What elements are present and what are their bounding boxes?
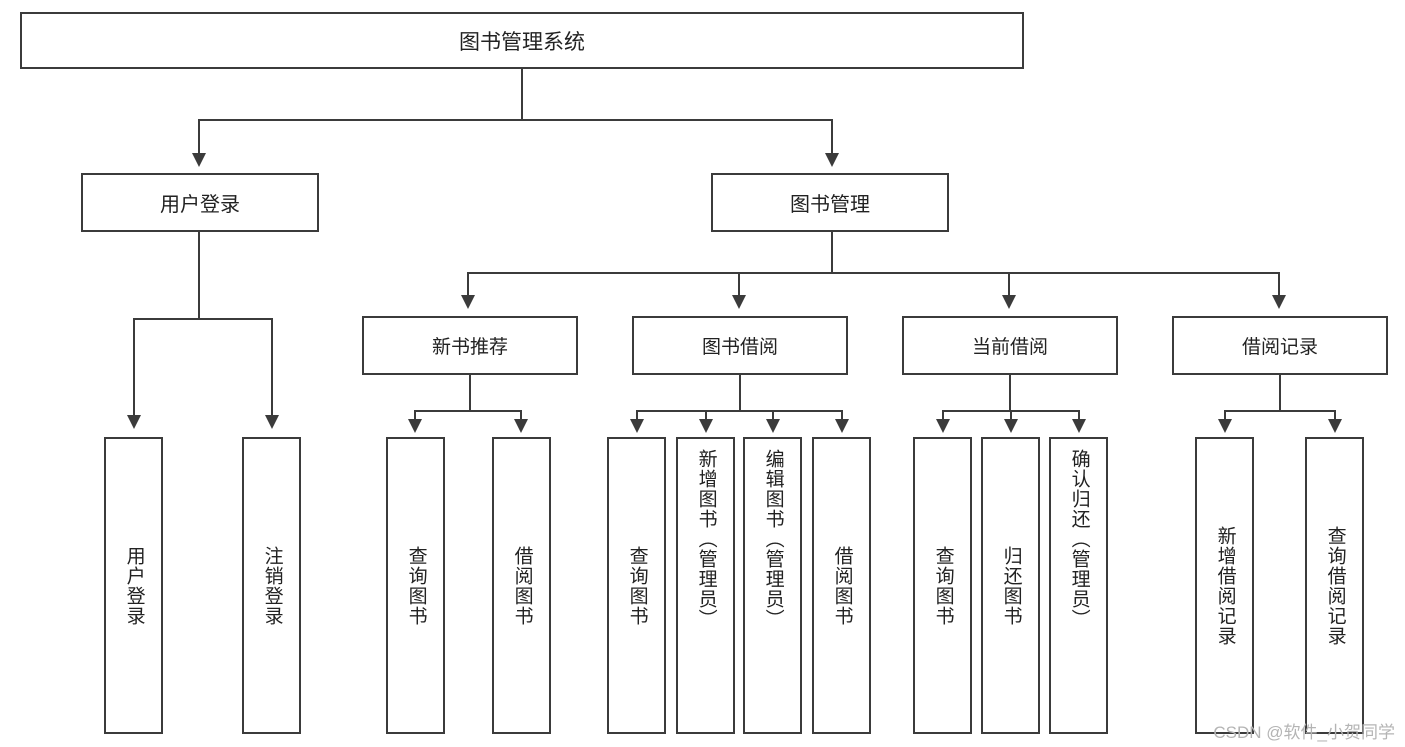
leaf-query-book-borrow[interactable]: 查询图书	[607, 437, 666, 734]
connector-user-login-child-1	[133, 318, 135, 418]
connector-root-to-book-manage	[831, 119, 833, 156]
node-label: 查询图书	[932, 545, 954, 626]
node-user-login[interactable]: 用户登录	[81, 173, 319, 232]
connector-to-new-book	[467, 272, 469, 298]
leaf-add-book-admin[interactable]: 新增图书（管理员）	[676, 437, 735, 734]
node-label: 图书借阅	[701, 337, 778, 358]
csdn-watermark: CSDN @软件_小贺同学	[1213, 723, 1395, 742]
node-label: 当前借阅	[971, 337, 1048, 358]
node-label: 查询图书	[626, 545, 648, 626]
connector-book-borrow-child-4	[841, 410, 843, 422]
arrow-to-current-borrow	[1002, 295, 1016, 309]
node-book-management[interactable]: 图书管理	[711, 173, 949, 232]
node-label: 借阅记录	[1241, 337, 1318, 358]
arrow-book-borrow-child-2	[699, 419, 713, 433]
arrow-user-login-child-2	[265, 415, 279, 429]
connector-book-borrow-trunk	[739, 375, 741, 410]
node-label: 归还图书	[1000, 545, 1022, 626]
arrow-user-login-child-1	[127, 415, 141, 429]
node-label: 图书管理	[790, 194, 870, 216]
node-current-borrow[interactable]: 当前借阅	[902, 316, 1118, 375]
arrow-book-borrow-child-4	[835, 419, 849, 433]
leaf-user-login[interactable]: 用户登录	[104, 437, 163, 734]
connector-current-borrow-child-1	[942, 410, 944, 422]
node-label: 注销登录	[261, 545, 283, 626]
connector-user-login-trunk	[198, 232, 200, 318]
node-label: 借阅图书	[831, 545, 853, 626]
node-label: 新增图书（管理员）	[695, 449, 717, 629]
arrow-new-book-child-2	[514, 419, 528, 433]
leaf-add-borrow-record[interactable]: 新增借阅记录	[1195, 437, 1254, 734]
arrow-new-book-child-1	[408, 419, 422, 433]
node-label: 查询图书	[405, 545, 427, 626]
leaf-logout[interactable]: 注销登录	[242, 437, 301, 734]
leaf-borrow-book-recommend[interactable]: 借阅图书	[492, 437, 551, 734]
connector-root-trunk	[521, 69, 523, 119]
connector-book-borrow-child-3	[772, 410, 774, 422]
node-book-borrow[interactable]: 图书借阅	[632, 316, 848, 375]
node-label: 新书推荐	[431, 337, 508, 358]
leaf-query-book-recommend[interactable]: 查询图书	[386, 437, 445, 734]
arrow-to-book-borrow	[732, 295, 746, 309]
connector-current-borrow-child-3	[1078, 410, 1080, 422]
connector-user-login-bus	[133, 318, 271, 320]
leaf-query-borrow-record[interactable]: 查询借阅记录	[1305, 437, 1364, 734]
connector-current-borrow-child-2	[1010, 410, 1012, 422]
arrow-current-borrow-child-2	[1004, 419, 1018, 433]
arrow-book-borrow-child-1	[630, 419, 644, 433]
arrow-current-borrow-child-1	[936, 419, 950, 433]
node-label: 查询借阅记录	[1324, 525, 1346, 646]
arrow-borrow-record-child-1	[1218, 419, 1232, 433]
connector-borrow-record-child-2	[1334, 410, 1336, 422]
connector-user-login-child-2	[271, 318, 273, 418]
arrow-to-user-login	[192, 153, 206, 167]
connector-root-bus	[198, 119, 833, 121]
leaf-confirm-return-admin[interactable]: 确认归还（管理员）	[1049, 437, 1108, 734]
connector-current-borrow-trunk	[1009, 375, 1011, 410]
connector-book-borrow-child-1	[636, 410, 638, 422]
connector-new-book-trunk	[469, 375, 471, 410]
connector-borrow-record-child-1	[1224, 410, 1226, 422]
connector-new-book-child-2	[520, 410, 522, 422]
connector-book-manage-trunk	[831, 232, 833, 272]
node-label: 借阅图书	[511, 545, 533, 626]
arrow-to-book-manage	[825, 153, 839, 167]
node-label: 用户登录	[123, 545, 145, 626]
connector-borrow-record-bus	[1224, 410, 1336, 412]
connector-borrow-record-trunk	[1279, 375, 1281, 410]
leaf-borrow-book[interactable]: 借阅图书	[812, 437, 871, 734]
connector-to-borrow-record	[1278, 272, 1280, 298]
connector-new-book-child-1	[414, 410, 416, 422]
node-root-system[interactable]: 图书管理系统	[20, 12, 1024, 69]
leaf-edit-book-admin[interactable]: 编辑图书（管理员）	[743, 437, 802, 734]
node-label: 确认归还（管理员）	[1068, 449, 1090, 629]
connector-book-manage-bus	[467, 272, 1280, 274]
node-new-book-recommend[interactable]: 新书推荐	[362, 316, 578, 375]
connector-book-borrow-bus	[636, 410, 842, 412]
node-label: 新增借阅记录	[1214, 525, 1236, 646]
node-label: 图书管理系统	[459, 30, 585, 54]
arrow-current-borrow-child-3	[1072, 419, 1086, 433]
connector-root-to-user-login	[198, 119, 200, 156]
arrow-to-borrow-record	[1272, 295, 1286, 309]
node-label: 用户登录	[160, 194, 240, 216]
arrow-book-borrow-child-3	[766, 419, 780, 433]
leaf-return-book[interactable]: 归还图书	[981, 437, 1040, 734]
leaf-query-book-current[interactable]: 查询图书	[913, 437, 972, 734]
connector-new-book-bus	[414, 410, 522, 412]
node-label: 编辑图书（管理员）	[762, 449, 784, 629]
node-borrow-record[interactable]: 借阅记录	[1172, 316, 1388, 375]
arrow-borrow-record-child-2	[1328, 419, 1342, 433]
connector-to-current-borrow	[1008, 272, 1010, 298]
connector-book-borrow-child-2	[705, 410, 707, 422]
connector-to-book-borrow	[738, 272, 740, 298]
arrow-to-new-book	[461, 295, 475, 309]
